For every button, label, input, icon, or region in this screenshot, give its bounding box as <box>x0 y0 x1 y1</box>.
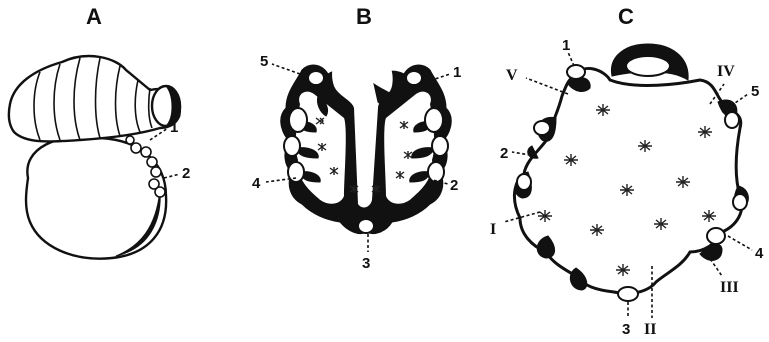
panel-b-leader-5 <box>272 64 300 74</box>
panel-c-label-5: 5 <box>751 83 759 100</box>
panel-b-label-3: 3 <box>362 255 370 272</box>
panel-c-leader-4 <box>728 236 752 250</box>
panel-a: A 1 2 <box>9 4 191 259</box>
panel-c-label-3: 3 <box>622 321 630 338</box>
panel-a-label-1: 1 <box>170 119 178 136</box>
panel-c-leader-1 <box>568 52 574 66</box>
panel-c-roman-II: II <box>644 321 656 338</box>
panel-b-title: B <box>356 4 372 29</box>
panel-a-leader-2 <box>164 174 180 178</box>
panel-b-label-2: 2 <box>450 177 458 194</box>
panel-b-label-1: 1 <box>453 64 461 81</box>
panel-c-label-2: 2 <box>500 145 508 162</box>
panel-c: C <box>490 4 764 338</box>
panel-c-title: C <box>618 4 634 29</box>
panel-c-roman-III: III <box>720 279 739 296</box>
panel-c-label-4: 4 <box>755 245 764 262</box>
panel-a-label-2: 2 <box>182 165 190 182</box>
panel-b-label-5: 5 <box>260 53 268 70</box>
panel-c-roman-IV: IV <box>717 63 735 80</box>
panel-c-label-1: 1 <box>562 37 570 54</box>
panel-b: B <box>252 4 461 272</box>
panel-c-roman-I: I <box>490 221 496 238</box>
panel-c-roman-V: V <box>506 67 518 84</box>
panel-c-leader-V <box>526 78 568 94</box>
panel-b-label-4: 4 <box>252 175 261 192</box>
panel-a-title: A <box>86 4 102 29</box>
panel-c-top-cap-hole <box>626 56 670 76</box>
